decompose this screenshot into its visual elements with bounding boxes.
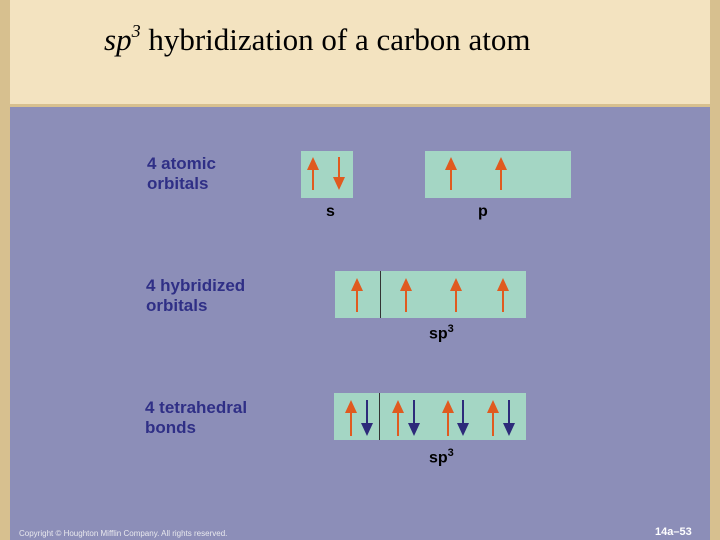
- electron-spin-up-arrow: [450, 278, 462, 312]
- electron-spin-down-arrow: [408, 400, 420, 436]
- sp3-label-text-bonds: sp: [429, 449, 448, 467]
- electron-spin-up-arrow: [392, 400, 404, 436]
- atomic-label-line2: orbitals: [147, 174, 209, 193]
- sp3-label-row3: sp3: [429, 447, 454, 467]
- orbital-divider: [380, 271, 381, 318]
- slide-number: 14a–53: [655, 526, 692, 538]
- hybridized-orbitals-label: 4 hybridized orbitals: [146, 276, 245, 316]
- title-rest: hybridization of a carbon atom: [140, 22, 531, 57]
- s-orbital-label: s: [326, 203, 335, 220]
- electron-spin-down-arrow: [333, 157, 345, 190]
- electron-spin-up-arrow: [497, 278, 509, 312]
- electron-spin-up-arrow: [307, 157, 319, 190]
- sp3-orbital-box: [335, 271, 526, 318]
- atomic-orbitals-label: 4 atomic orbitals: [147, 154, 216, 194]
- electron-spin-up-arrow: [345, 400, 357, 436]
- electron-spin-down-arrow: [503, 400, 515, 436]
- electron-spin-up-arrow: [351, 278, 363, 312]
- diagram-panel: [10, 107, 710, 540]
- title-prefix: sp: [104, 22, 132, 57]
- copyright-text: Copyright © Houghton Mifflin Company. Al…: [19, 529, 228, 538]
- electron-spin-up-arrow: [400, 278, 412, 312]
- electron-spin-up-arrow: [495, 157, 507, 190]
- sp3-label-row2: sp3: [429, 323, 454, 343]
- p-orbital-box: [425, 151, 571, 198]
- hybridized-label-line2: orbitals: [146, 296, 208, 315]
- electron-spin-up-arrow: [442, 400, 454, 436]
- title-superscript: 3: [131, 20, 141, 41]
- tetrahedral-bonds-label: 4 tetrahedral bonds: [145, 398, 247, 438]
- slide-title: sp3 hybridization of a carbon atom: [104, 20, 531, 58]
- electron-spin-up-arrow: [487, 400, 499, 436]
- bonds-label-line1: 4 tetrahedral: [145, 398, 248, 417]
- title-band: [0, 0, 720, 104]
- electron-spin-down-arrow: [457, 400, 469, 436]
- s-orbital-box: [301, 151, 353, 198]
- atomic-label-line1: 4 atomic: [147, 154, 216, 173]
- p-orbital-label: p: [478, 203, 488, 220]
- bond-divider: [379, 393, 380, 440]
- sp3-label-text: sp: [429, 325, 448, 343]
- electron-spin-down-arrow: [361, 400, 373, 436]
- hybridized-label-line1: 4 hybridized: [146, 276, 246, 295]
- sp3-label-sup: 3: [447, 323, 454, 335]
- sp3-label-sup-bonds: 3: [447, 447, 454, 459]
- bonds-label-line2: bonds: [145, 418, 196, 437]
- electron-spin-up-arrow: [445, 157, 457, 190]
